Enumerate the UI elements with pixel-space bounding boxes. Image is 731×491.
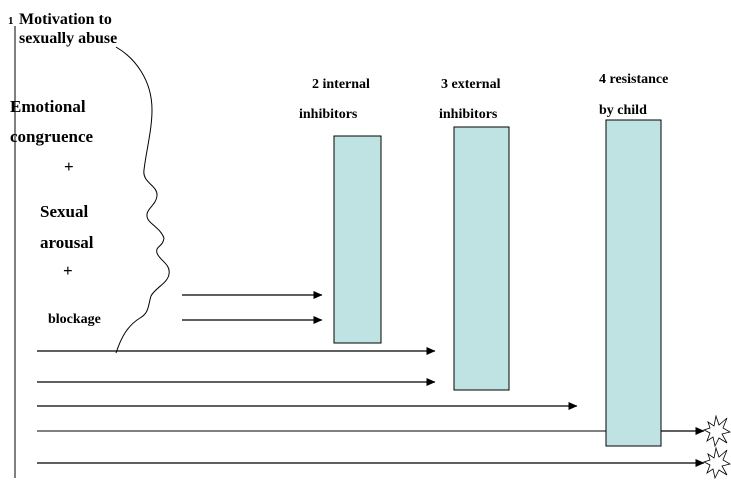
arousal-label: arousal — [40, 233, 94, 252]
motivation-title-line1: Motivation to — [19, 11, 112, 28]
head-profile-curve — [115, 46, 170, 354]
step-number-1: 1 — [8, 15, 14, 27]
external-inhibitors-bar — [453, 126, 510, 391]
emotional-label: Emotional — [10, 97, 86, 116]
external-inhibitors-label-line2: inhibitors — [439, 107, 498, 122]
resistance-by-child-bar — [605, 119, 662, 447]
external-inhibitors-label-line1: 3 external — [441, 77, 501, 92]
internal-inhibitors-label-line1: 2 internal — [312, 77, 370, 92]
plus-sign: + — [64, 157, 74, 176]
resistance-label-line1: 4 resistance — [599, 72, 669, 87]
internal-inhibitors-label-line2: inhibitors — [299, 107, 358, 122]
sexual-label: Sexual — [40, 202, 89, 221]
congruence-label: congruence — [10, 127, 94, 146]
motivation-title-line2: sexually abuse — [19, 30, 118, 47]
starburst-icon — [702, 414, 731, 448]
blockage-label: blockage — [48, 312, 101, 327]
starburst-icon — [702, 446, 731, 480]
plus-sign: + — [63, 261, 73, 280]
resistance-label-line2: by child — [599, 103, 647, 118]
internal-inhibitors-bar — [333, 135, 382, 344]
